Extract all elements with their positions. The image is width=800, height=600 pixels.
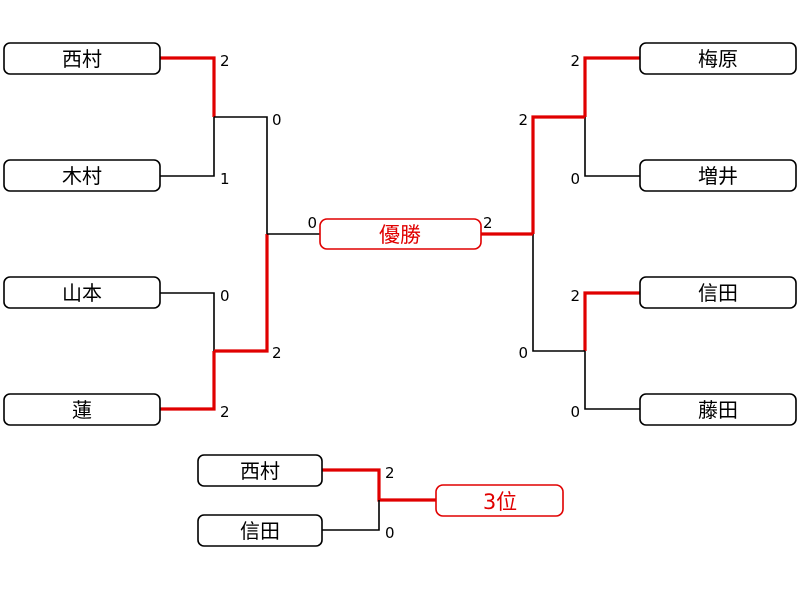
left-player-4: 蓮	[3, 393, 161, 426]
score-final-left: 0	[307, 214, 317, 232]
right-match-d-winner-line	[583, 291, 640, 351]
player-box	[3, 276, 161, 309]
player-name: 蓮	[72, 398, 92, 422]
third-place-winner-line	[322, 468, 436, 502]
player-name: 木村	[62, 164, 102, 188]
right-player-2: 増井	[639, 159, 797, 192]
third-place-player-2: 信田	[197, 514, 323, 547]
player-box	[639, 276, 797, 309]
player-box	[3, 393, 161, 426]
score-right-r2-2: 0	[518, 344, 528, 362]
right-match-c-winner-line	[583, 56, 640, 117]
player-name: 信田	[240, 519, 280, 543]
third-place-loser-line	[322, 500, 380, 531]
right-player-1: 梅原	[639, 42, 797, 75]
right-semi-winner-line	[531, 115, 585, 234]
third-place-player-1: 西村	[197, 454, 323, 487]
score-left-r1-3: 0	[220, 287, 230, 305]
player-box	[639, 393, 797, 426]
player-name: 西村	[240, 459, 280, 483]
player-box	[197, 454, 323, 487]
score-left-r1-2: 1	[220, 170, 230, 188]
champion-box-frame	[319, 218, 482, 250]
player-box	[3, 42, 161, 75]
third-place-label: 3位	[483, 490, 517, 514]
score-right-r1-1: 2	[570, 52, 580, 70]
right-match-c-loser-line	[584, 117, 640, 177]
left-match-b-winner-line	[160, 351, 216, 411]
score-left-r1-1: 2	[220, 52, 230, 70]
left-match-a-loser-line	[160, 117, 215, 177]
third-place-box-frame	[435, 484, 564, 517]
right-semi-loser-line	[532, 234, 585, 352]
champion-box: 優勝	[319, 218, 482, 250]
left-semi-loser-line	[214, 116, 268, 234]
player-name: 山本	[62, 281, 102, 305]
score-third-2: 0	[385, 524, 395, 542]
player-box	[3, 159, 161, 192]
player-name: 藤田	[698, 398, 738, 422]
left-semi-winner-line	[214, 234, 269, 353]
player-name: 信田	[698, 281, 738, 305]
score-left-r1-4: 2	[220, 403, 230, 421]
left-match-a-winner-line	[160, 56, 216, 117]
player-box	[639, 42, 797, 75]
left-player-1: 西村	[3, 42, 161, 75]
player-name: 増井	[698, 164, 738, 188]
left-player-3: 山本	[3, 276, 161, 309]
third-place-box: 3位	[435, 484, 564, 517]
right-player-3: 信田	[639, 276, 797, 309]
right-match-d-loser-line	[584, 351, 640, 410]
score-right-r1-4: 0	[570, 403, 580, 421]
player-box	[197, 514, 323, 547]
left-player-2: 木村	[3, 159, 161, 192]
score-final-right: 2	[483, 214, 493, 232]
score-left-r2-2: 2	[272, 344, 282, 362]
right-player-4: 藤田	[639, 393, 797, 426]
player-name: 西村	[62, 47, 102, 71]
score-right-r1-2: 0	[570, 170, 580, 188]
left-match-b-loser-line	[160, 292, 215, 351]
player-box	[639, 159, 797, 192]
score-right-r1-3: 2	[570, 287, 580, 305]
score-right-r2-1: 2	[518, 111, 528, 129]
player-name: 梅原	[698, 47, 738, 71]
score-left-r2-1: 0	[272, 111, 282, 129]
score-third-1: 2	[385, 464, 395, 482]
champion-label: 優勝	[379, 223, 421, 247]
